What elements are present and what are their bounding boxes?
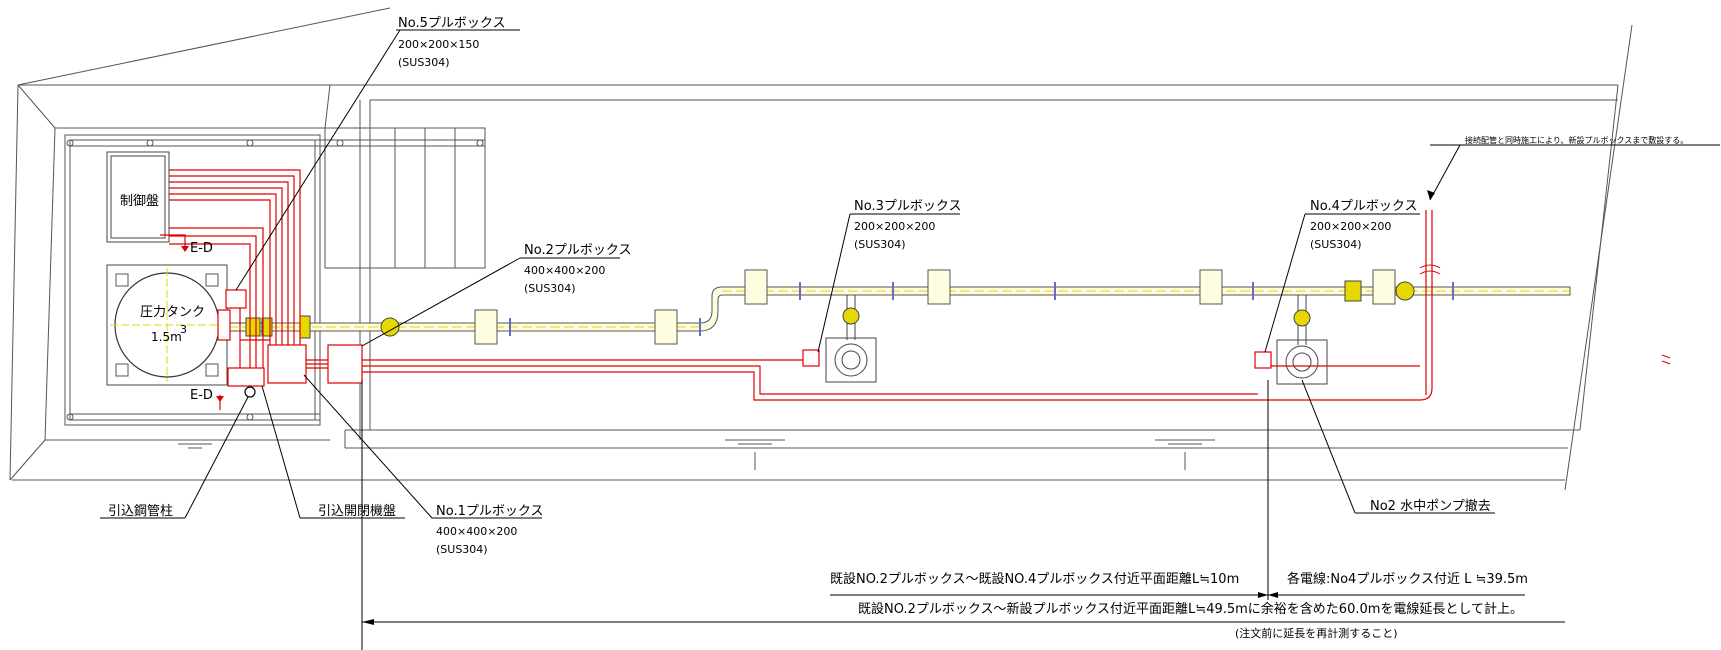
pullbox-4-name: No.4プルボックス	[1310, 199, 1417, 214]
structure-outline	[9, 7, 1633, 491]
pullbox-3-material: (SUS304)	[854, 238, 906, 251]
pullbox-5-body	[217, 309, 231, 341]
pullbox-5-name: No.5プルボックス	[398, 16, 505, 31]
pullbox-2	[327, 344, 363, 384]
pullbox-3-size: 200×200×200	[854, 220, 935, 233]
leader-lines	[100, 29, 1720, 519]
pullbox-2-material: (SUS304)	[524, 282, 576, 295]
simultaneous-note: 接続配管と同時施工により、新設プルボックスまで敷設する。	[1465, 135, 1688, 145]
dimension-note-3: 既設NO.2プルボックス～新設プルボックス付近平面距離L≒49.5mに余裕を含め…	[858, 601, 1523, 617]
tank-volume: 1.5m	[151, 330, 182, 344]
pullbox-4-material: (SUS304)	[1310, 238, 1362, 251]
earth-arrows	[181, 246, 224, 402]
pullbox-5-size: 200×200×150	[398, 38, 479, 51]
note-arrowhead	[1427, 190, 1435, 200]
lead-in-switch-box	[227, 367, 265, 387]
earth-label-2: E-D	[190, 388, 213, 403]
pullbox-1	[267, 344, 307, 384]
annotations: No.5プルボックス 200×200×150 (SUS304) No.2プルボッ…	[108, 16, 1688, 640]
pressure-tank: 圧力タンク 1.5m 3	[106, 264, 228, 386]
pullbox-4-size: 200×200×200	[1310, 220, 1391, 233]
pullbox-2-name: No.2プルボックス	[524, 243, 631, 258]
control-panel-label: 制御盤	[120, 194, 159, 209]
pump-3	[825, 295, 877, 383]
pullbox-5	[225, 289, 247, 309]
lead-in-pole-symbol	[244, 386, 256, 398]
pump-4	[1276, 295, 1328, 385]
pump-removal-label: No2 水中ポンプ撤去	[1370, 498, 1491, 514]
pullbox-4	[1254, 351, 1272, 369]
dimension-note-1: 既設NO.2プルボックス～既設NO.4プルボックス付近平面距離L≒10m	[830, 571, 1239, 587]
pullbox-3-name: No.3プルボックス	[854, 199, 961, 214]
control-panel: 制御盤	[106, 151, 170, 243]
pullbox-2-size: 400×400×200	[524, 264, 605, 277]
pullbox-1-material: (SUS304)	[436, 543, 488, 556]
break-mark	[1419, 264, 1671, 365]
dimension-lines	[361, 380, 1565, 650]
dimension-arrows	[362, 592, 1278, 625]
lead-in-pole-label: 引込鋼管柱	[108, 504, 173, 519]
lead-in-switch-label: 引込開閉機盤	[318, 504, 396, 519]
pullbox-5-material: (SUS304)	[398, 56, 450, 69]
pull-boxes	[217, 289, 1272, 387]
pressure-tank-label: 圧力タンク	[140, 305, 205, 320]
dimension-note-2: 各電線:No4プルボックス付近 L ≒39.5m	[1287, 571, 1528, 587]
pullbox-1-name: No.1プルボックス	[436, 504, 543, 519]
water-pipe	[227, 269, 1571, 345]
tank-volume-exponent: 3	[180, 323, 187, 336]
earth-label-1: E-D	[190, 241, 213, 256]
pullbox-1-size: 400×400×200	[436, 525, 517, 538]
pullbox-3	[802, 349, 820, 367]
power-cables	[160, 169, 1433, 410]
dimension-note-4: (注文前に延長を再計測すること)	[1235, 626, 1398, 640]
